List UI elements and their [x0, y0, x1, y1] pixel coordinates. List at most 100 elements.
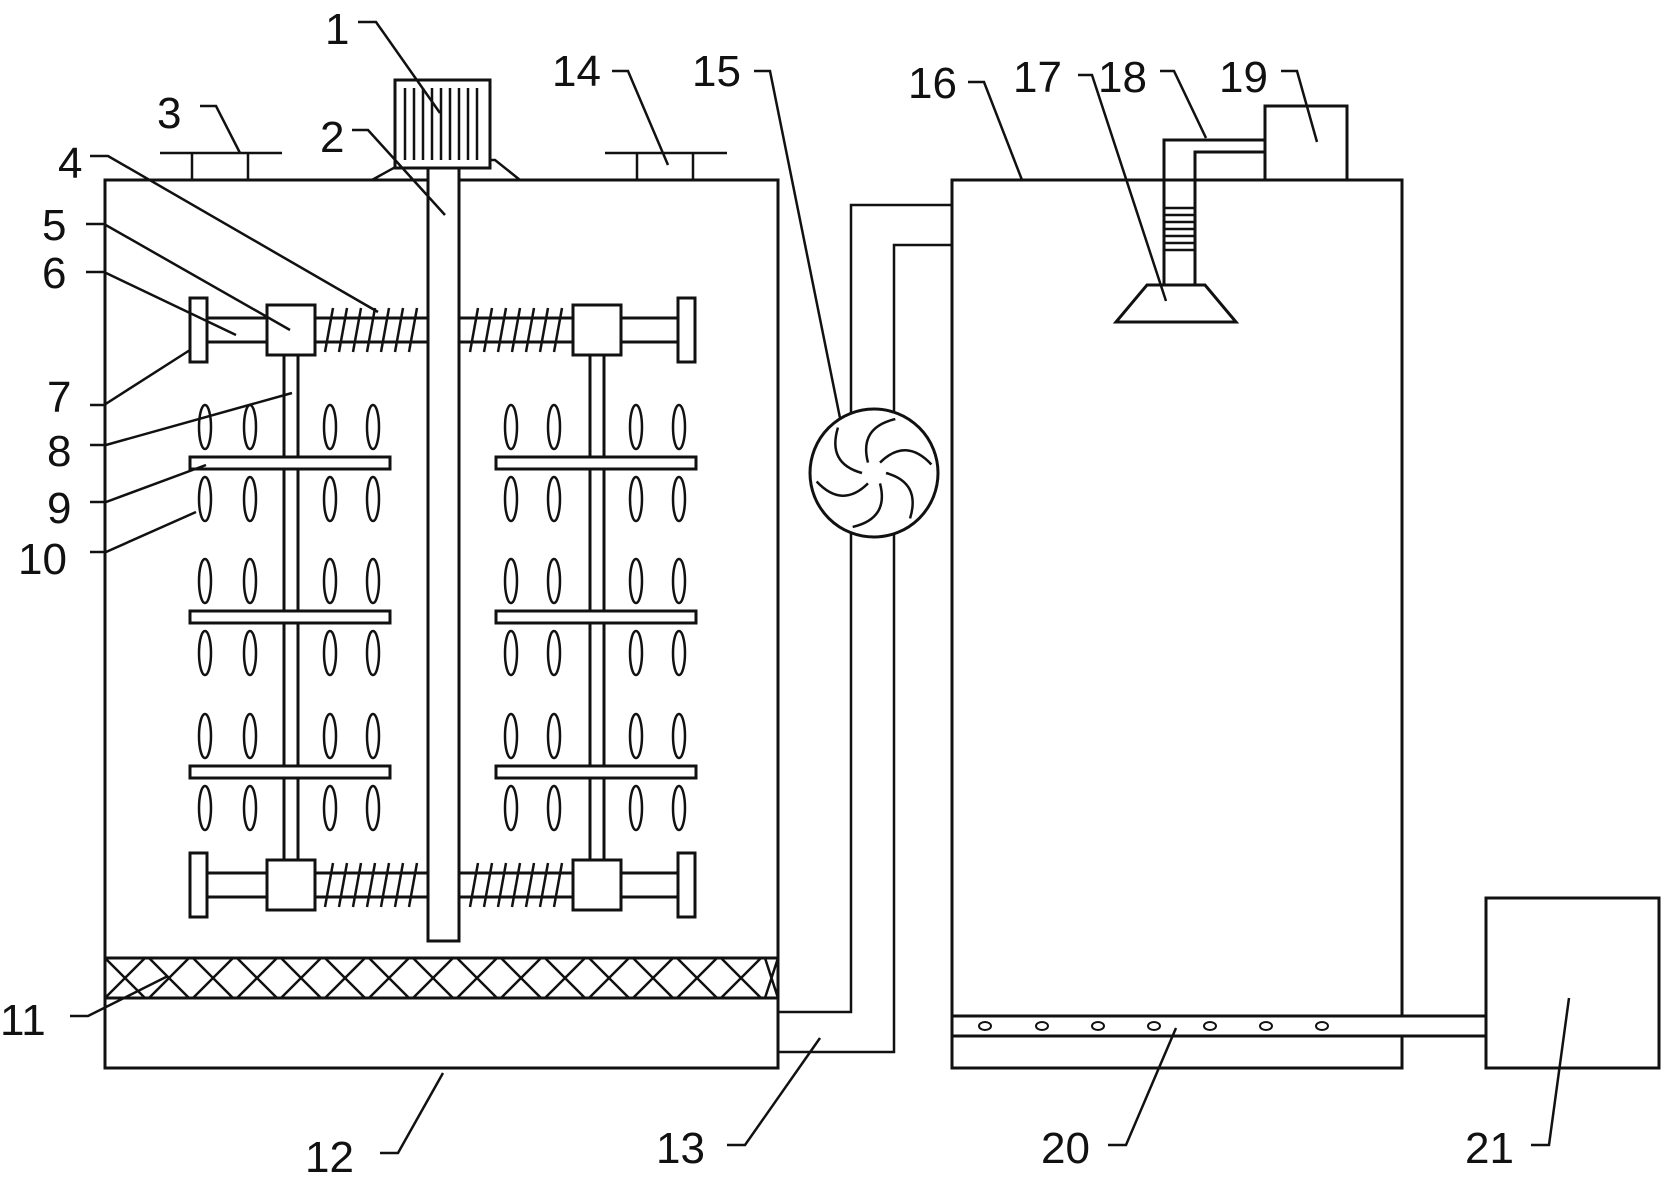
label-10: 10	[18, 535, 67, 584]
end-stop	[188, 851, 209, 919]
stirring-blade	[546, 557, 562, 605]
stirring-blade	[503, 557, 519, 605]
stirring-blade	[628, 784, 644, 832]
label-12: 12	[305, 1133, 354, 1182]
spring-coil	[351, 307, 363, 353]
stirring-blade	[628, 403, 644, 451]
aeration-hole	[1315, 1021, 1329, 1031]
stirring-blade	[628, 712, 644, 760]
stirring-blade	[546, 475, 562, 523]
end-stop	[188, 296, 209, 364]
stirring-blade	[546, 403, 562, 451]
stirring-blade	[365, 712, 381, 760]
spring-coil	[393, 307, 405, 353]
aeration-hole	[1147, 1021, 1161, 1031]
spring-coil	[379, 862, 391, 908]
treatment-tank	[950, 178, 1404, 1070]
stirring-blade	[628, 475, 644, 523]
stirring-blade	[322, 712, 338, 760]
stirring-blade	[197, 557, 213, 605]
stirring-blade	[503, 784, 519, 832]
stirring-blade	[242, 475, 258, 523]
stirring-blade	[671, 557, 687, 605]
main-shaft-front	[426, 166, 461, 943]
label-2: 2	[320, 113, 344, 162]
spring-coil	[510, 307, 522, 353]
spring-coil	[468, 307, 480, 353]
stirring-blade	[365, 557, 381, 605]
spring-coil	[393, 862, 405, 908]
stirring-blade	[197, 784, 213, 832]
stirring-blade	[322, 629, 338, 677]
stirring-blade	[546, 629, 562, 677]
delivery-pipe	[778, 203, 952, 1054]
stirring-bar	[494, 764, 698, 780]
stirring-blade	[503, 475, 519, 523]
label-19: 19	[1219, 53, 1268, 102]
stirring-blade	[242, 712, 258, 760]
label-17: 17	[1013, 53, 1062, 102]
stirring-blade	[322, 475, 338, 523]
label-14: 14	[552, 47, 601, 96]
spray-nozzle	[1112, 283, 1240, 324]
stirring-bar	[188, 609, 392, 625]
fan-blade	[815, 480, 869, 497]
label-11: 11	[0, 996, 46, 1045]
spring-coil	[524, 307, 536, 353]
vertical-rod	[588, 353, 606, 862]
spring-coil	[468, 862, 480, 908]
fan-blade	[852, 483, 884, 529]
fan-blade	[879, 449, 933, 466]
stirring-blade	[242, 784, 258, 832]
stirring-blade	[197, 629, 213, 677]
stirring-blade	[671, 475, 687, 523]
stirring-blade	[322, 403, 338, 451]
stirring-blade	[671, 403, 687, 451]
feed-inlet-right	[605, 151, 727, 180]
vertical-rod	[282, 353, 300, 862]
spring-coil	[337, 862, 349, 908]
label-1: 1	[325, 5, 349, 54]
callout-labels: 1 2 3 4 5 6 7 8 9 10 11 12 13 14 15 16 1…	[0, 5, 1514, 1182]
fan-blade	[885, 471, 914, 519]
stirring-blade	[242, 403, 258, 451]
label-13: 13	[656, 1124, 705, 1173]
spring-coil	[552, 862, 564, 908]
spring-coil	[365, 307, 377, 353]
aeration-pipe	[950, 1014, 1488, 1038]
label-6: 6	[42, 249, 66, 298]
spring-coil	[524, 862, 536, 908]
stirring-blade	[628, 629, 644, 677]
stirring-blade	[546, 784, 562, 832]
spring-coil	[323, 307, 335, 353]
fan-blade	[864, 417, 896, 463]
label-16: 16	[908, 59, 957, 108]
label-20: 20	[1041, 1124, 1090, 1173]
agitator-assembly	[188, 166, 698, 943]
label-21: 21	[1465, 1124, 1514, 1173]
stirring-blade	[671, 784, 687, 832]
spring-coil	[379, 307, 391, 353]
label-5: 5	[42, 201, 66, 250]
stirring-blade	[242, 629, 258, 677]
spring-coil	[496, 862, 508, 908]
spring-coil	[365, 862, 377, 908]
leader-lines	[70, 20, 1571, 1155]
pump-fan-icon	[808, 407, 940, 539]
aeration-hole	[978, 1021, 992, 1031]
spring-coil	[323, 862, 335, 908]
aeration-hole	[1203, 1021, 1217, 1031]
spring-coil	[510, 862, 522, 908]
air-pump-box	[1484, 896, 1661, 1070]
slider-block	[265, 303, 317, 357]
stirring-blade	[197, 403, 213, 451]
stirring-bar	[494, 455, 698, 471]
stirring-blade	[365, 403, 381, 451]
stirring-bar	[188, 455, 392, 471]
stirring-blade	[546, 712, 562, 760]
blower-box	[1263, 104, 1349, 182]
spring-coil	[538, 307, 550, 353]
aeration-hole	[1035, 1021, 1049, 1031]
end-stop	[676, 851, 697, 919]
slider-block	[265, 858, 317, 912]
